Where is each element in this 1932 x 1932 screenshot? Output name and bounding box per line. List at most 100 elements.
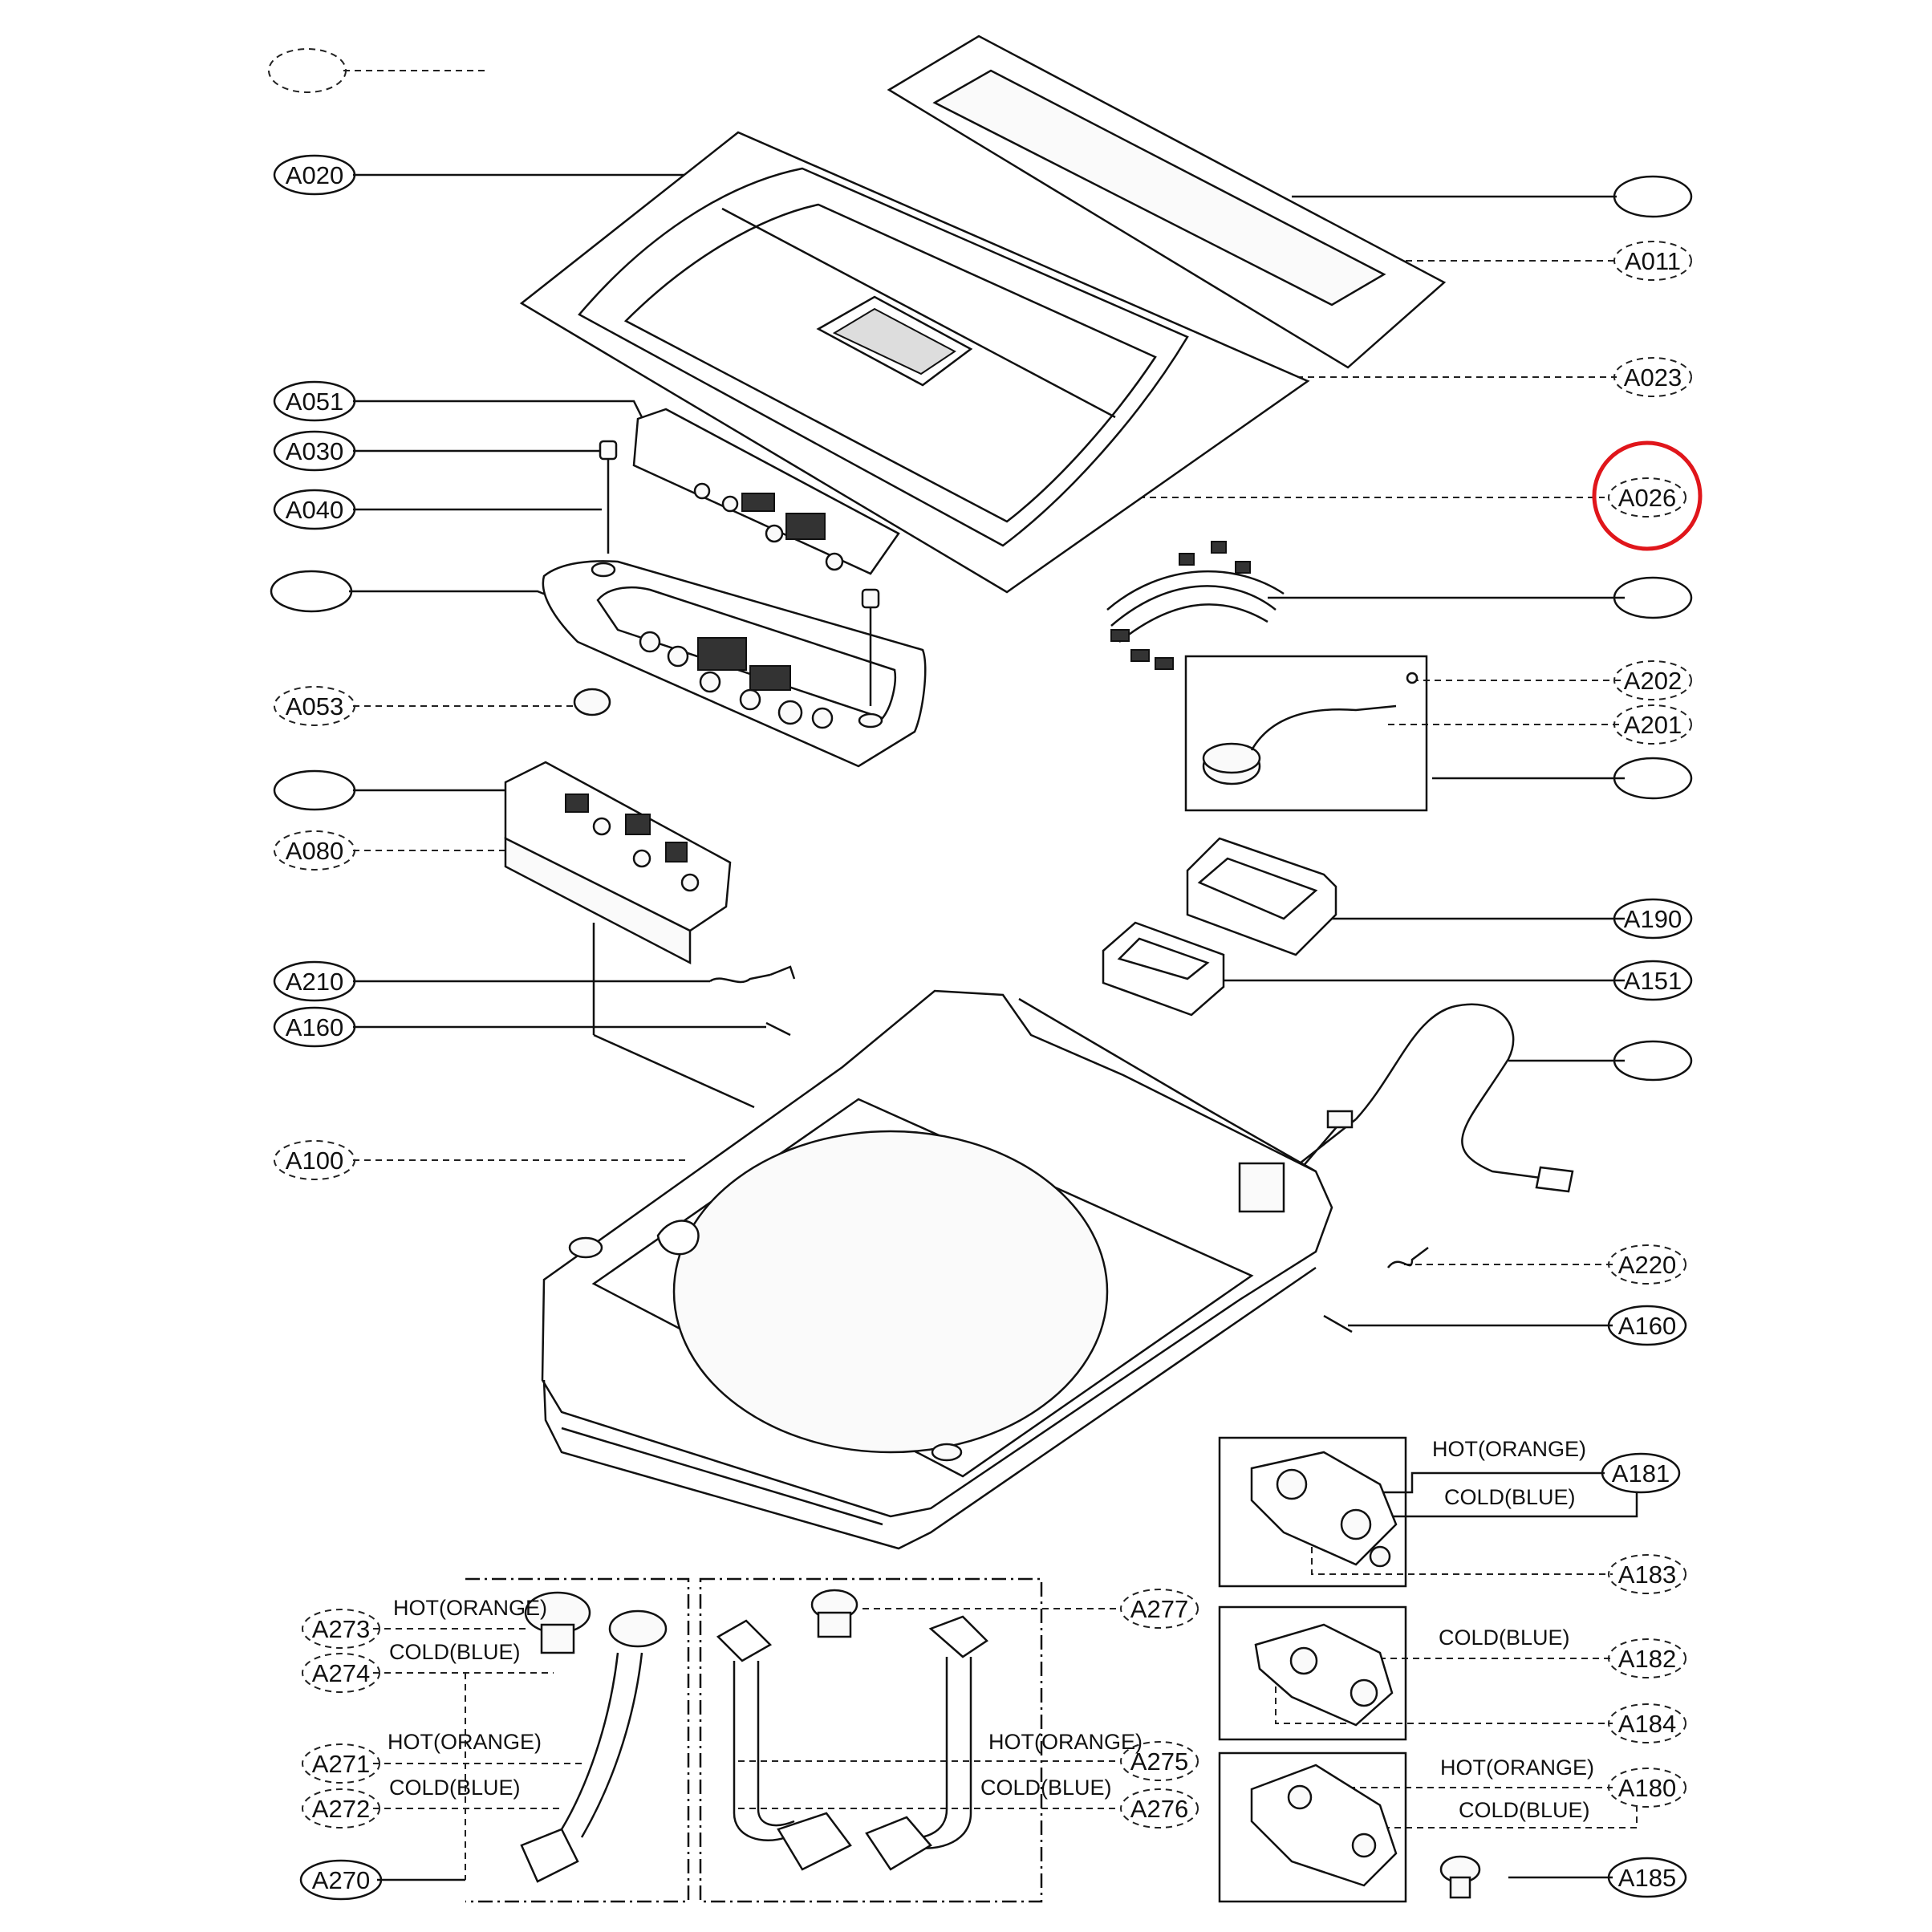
svg-text:A274: A274 [312, 1659, 370, 1687]
balloon-A272[interactable]: A272 [302, 1788, 380, 1828]
power-cord [1291, 1003, 1574, 1193]
balloon-blank-left[interactable] [270, 570, 353, 613]
balloon-A202[interactable]: A202 [1613, 660, 1692, 700]
balloon-blank-right[interactable] [1613, 576, 1693, 619]
valve-box-2 [1218, 1605, 1407, 1741]
svg-text:A190: A190 [1624, 905, 1682, 933]
caption-hot-orange-a271: HOT(ORANGE) [388, 1730, 542, 1754]
balloon-A160-right[interactable]: A160 [1607, 1305, 1687, 1346]
balloon-A277[interactable]: A277 [1120, 1589, 1199, 1629]
svg-text:A030: A030 [286, 437, 343, 465]
caption-cold-blue-a272: COLD(BLUE) [389, 1776, 521, 1800]
svg-text:A026: A026 [1618, 484, 1676, 512]
balloon-blank-pcb[interactable] [273, 769, 356, 811]
svg-text:A151: A151 [1624, 967, 1682, 995]
balloon-A151[interactable]: A151 [1613, 960, 1693, 1001]
svg-text:A020: A020 [286, 161, 343, 189]
wiring-harness [1106, 541, 1285, 670]
balloon-A184[interactable]: A184 [1608, 1703, 1686, 1743]
svg-text:A100: A100 [286, 1147, 343, 1175]
svg-text:A202: A202 [1624, 667, 1682, 695]
balloon-A276[interactable]: A276 [1120, 1788, 1199, 1828]
balloon-A273[interactable]: A273 [302, 1609, 380, 1649]
balloon-A030[interactable]: A030 [273, 430, 356, 472]
balloon-blank-top-right[interactable] [1613, 175, 1693, 218]
svg-text:A185: A185 [1618, 1864, 1676, 1892]
balloon-A270[interactable]: A270 [299, 1859, 383, 1901]
caption-cold-blue-a180: COLD(BLUE) [1459, 1798, 1590, 1822]
balloon-A210[interactable]: A210 [273, 960, 356, 1002]
balloon-blank-pressure-switch[interactable] [1613, 757, 1693, 800]
svg-text:A277: A277 [1130, 1595, 1188, 1623]
balloon-A026[interactable]: A026 [1608, 477, 1686, 518]
caption-hot-orange-a181: HOT(ORANGE) [1432, 1437, 1586, 1461]
svg-text:A184: A184 [1618, 1710, 1676, 1738]
svg-text:A182: A182 [1618, 1645, 1676, 1673]
svg-text:A023: A023 [1624, 363, 1682, 392]
svg-text:A272: A272 [312, 1795, 370, 1823]
cabinet-top-frame [541, 989, 1333, 1550]
leader-lines [343, 70, 1638, 1881]
balloon-A160-left[interactable]: A160 [273, 1006, 356, 1048]
hinge-springs [709, 965, 1429, 1333]
balloon-A274[interactable]: A274 [302, 1653, 380, 1693]
svg-text:A053: A053 [286, 692, 343, 720]
balloon-A023[interactable]: A023 [1613, 357, 1692, 397]
balloon-A182[interactable]: A182 [1608, 1638, 1686, 1678]
svg-text:A080: A080 [286, 837, 343, 865]
balloon-A180[interactable]: A180 [1608, 1768, 1686, 1808]
svg-text:A275: A275 [1130, 1747, 1188, 1776]
svg-text:A183: A183 [1618, 1561, 1676, 1589]
top-cover-lid [519, 34, 1447, 594]
svg-text:A160: A160 [1618, 1312, 1676, 1340]
balloon-A040[interactable]: A040 [273, 489, 356, 530]
svg-text:A210: A210 [286, 968, 343, 996]
balloon-A080[interactable]: A080 [274, 830, 355, 871]
pcb-assembly [504, 761, 755, 1109]
drain-hose-box [699, 1577, 1043, 1903]
svg-text:A160: A160 [286, 1013, 343, 1041]
valve-box-3 [1218, 1751, 1481, 1903]
balloon-A185[interactable]: A185 [1607, 1857, 1687, 1898]
highlight-circle [1592, 440, 1703, 551]
balloon-A100[interactable]: A100 [274, 1140, 355, 1180]
balloon-blank-top-left[interactable] [268, 48, 347, 93]
dispenser [1102, 837, 1337, 1017]
balloon-A275[interactable]: A275 [1120, 1741, 1199, 1781]
svg-text:A181: A181 [1612, 1459, 1670, 1488]
balloon-A201[interactable]: A201 [1613, 704, 1692, 745]
svg-text:A220: A220 [1618, 1251, 1676, 1279]
balloon-A183[interactable]: A183 [1608, 1554, 1686, 1594]
svg-text:A276: A276 [1130, 1795, 1188, 1823]
balloon-A220[interactable]: A220 [1608, 1244, 1686, 1285]
svg-text:A040: A040 [286, 496, 343, 524]
inlet-hose-box [465, 1577, 690, 1903]
pressure-switch-box [1184, 655, 1428, 812]
control-panel-overlay [632, 408, 900, 575]
svg-text:A201: A201 [1624, 711, 1682, 739]
control-panel-frame [542, 560, 927, 768]
svg-text:A271: A271 [312, 1750, 370, 1778]
svg-text:A180: A180 [1618, 1774, 1676, 1802]
caption-cold-blue-a276: COLD(BLUE) [980, 1776, 1112, 1800]
caption-cold-blue-a182: COLD(BLUE) [1439, 1626, 1570, 1650]
svg-text:A051: A051 [286, 388, 343, 416]
caption-hot-orange-a180: HOT(ORANGE) [1440, 1755, 1594, 1780]
balloon-blank-power-cord[interactable] [1613, 1040, 1693, 1082]
balloon-A271[interactable]: A271 [302, 1743, 380, 1784]
caption-hot-orange-a275: HOT(ORANGE) [988, 1730, 1143, 1754]
balloon-A011[interactable]: A011 [1613, 241, 1692, 281]
balloon-A053[interactable]: A053 [274, 686, 355, 726]
valve-box-1 [1218, 1436, 1407, 1588]
svg-text:A011: A011 [1625, 247, 1681, 275]
balloon-A051[interactable]: A051 [273, 380, 356, 422]
balloon-A190[interactable]: A190 [1613, 898, 1693, 940]
screws-and-caps [573, 440, 880, 716]
caption-cold-blue-a181: COLD(BLUE) [1444, 1485, 1576, 1509]
svg-text:A273: A273 [312, 1615, 370, 1643]
svg-text:A270: A270 [312, 1866, 370, 1894]
balloon-A181[interactable]: A181 [1601, 1452, 1681, 1494]
balloon-A020[interactable]: A020 [273, 154, 356, 196]
caption-hot-orange-a273: HOT(ORANGE) [393, 1596, 547, 1620]
